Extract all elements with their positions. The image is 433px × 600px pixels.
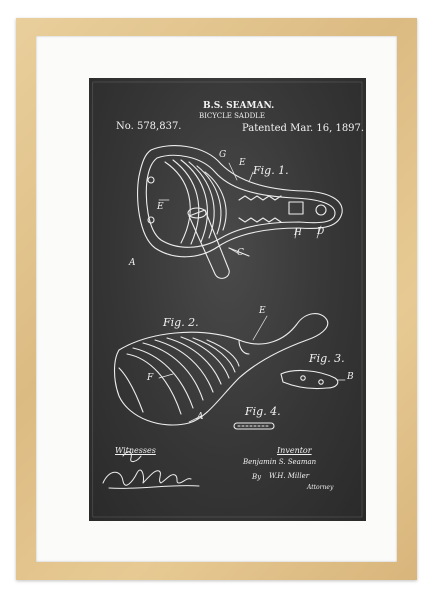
letter-h: H <box>294 228 302 238</box>
inventor-label: Inventor <box>277 446 312 455</box>
fig3-label: Fig. 3. <box>309 352 345 365</box>
inventor-signature: Benjamin S. Seaman <box>243 458 317 466</box>
attorney-prefix: By <box>252 473 262 481</box>
chalkboard-patent-print: B.S. SEAMAN. BICYCLE SADDLE No. 578,837.… <box>89 78 366 521</box>
patent-date: Patented Mar. 16, 1897. <box>242 123 365 134</box>
letter-f: F <box>147 373 154 383</box>
letter-c: C <box>237 248 244 258</box>
witness-signatures <box>102 451 200 489</box>
fig4-spring-strip <box>233 422 275 430</box>
fig1-saddle-top-view <box>137 145 343 279</box>
fig4-label: Fig. 4. <box>245 405 281 418</box>
fig2-label: Fig. 2. <box>163 316 199 329</box>
letter-e-fig2: E <box>259 306 266 316</box>
patent-title: BICYCLE SADDLE <box>199 112 265 120</box>
patent-number: No. 578,837. <box>116 121 182 132</box>
letter-g: G <box>219 150 227 160</box>
letter-a-fig1: A <box>129 258 136 268</box>
letter-d: D <box>317 227 325 237</box>
attorney-label: Attorney <box>307 484 334 491</box>
letter-e-fig1: E <box>239 158 246 168</box>
letter-a-fig2: A <box>197 412 204 422</box>
witnesses-label: Witnesses <box>115 446 156 455</box>
letter-e-side: E <box>157 202 164 212</box>
fig2-saddle-side-view <box>113 313 329 426</box>
saddle-drawing <box>92 81 363 518</box>
fig1-label: Fig. 1. <box>253 164 289 177</box>
patent-inventor: B.S. SEAMAN. <box>203 101 275 111</box>
attorney-signature: W.H. Miller <box>269 472 310 480</box>
letter-b: B <box>347 372 354 382</box>
fig3-clip-part <box>280 369 339 390</box>
